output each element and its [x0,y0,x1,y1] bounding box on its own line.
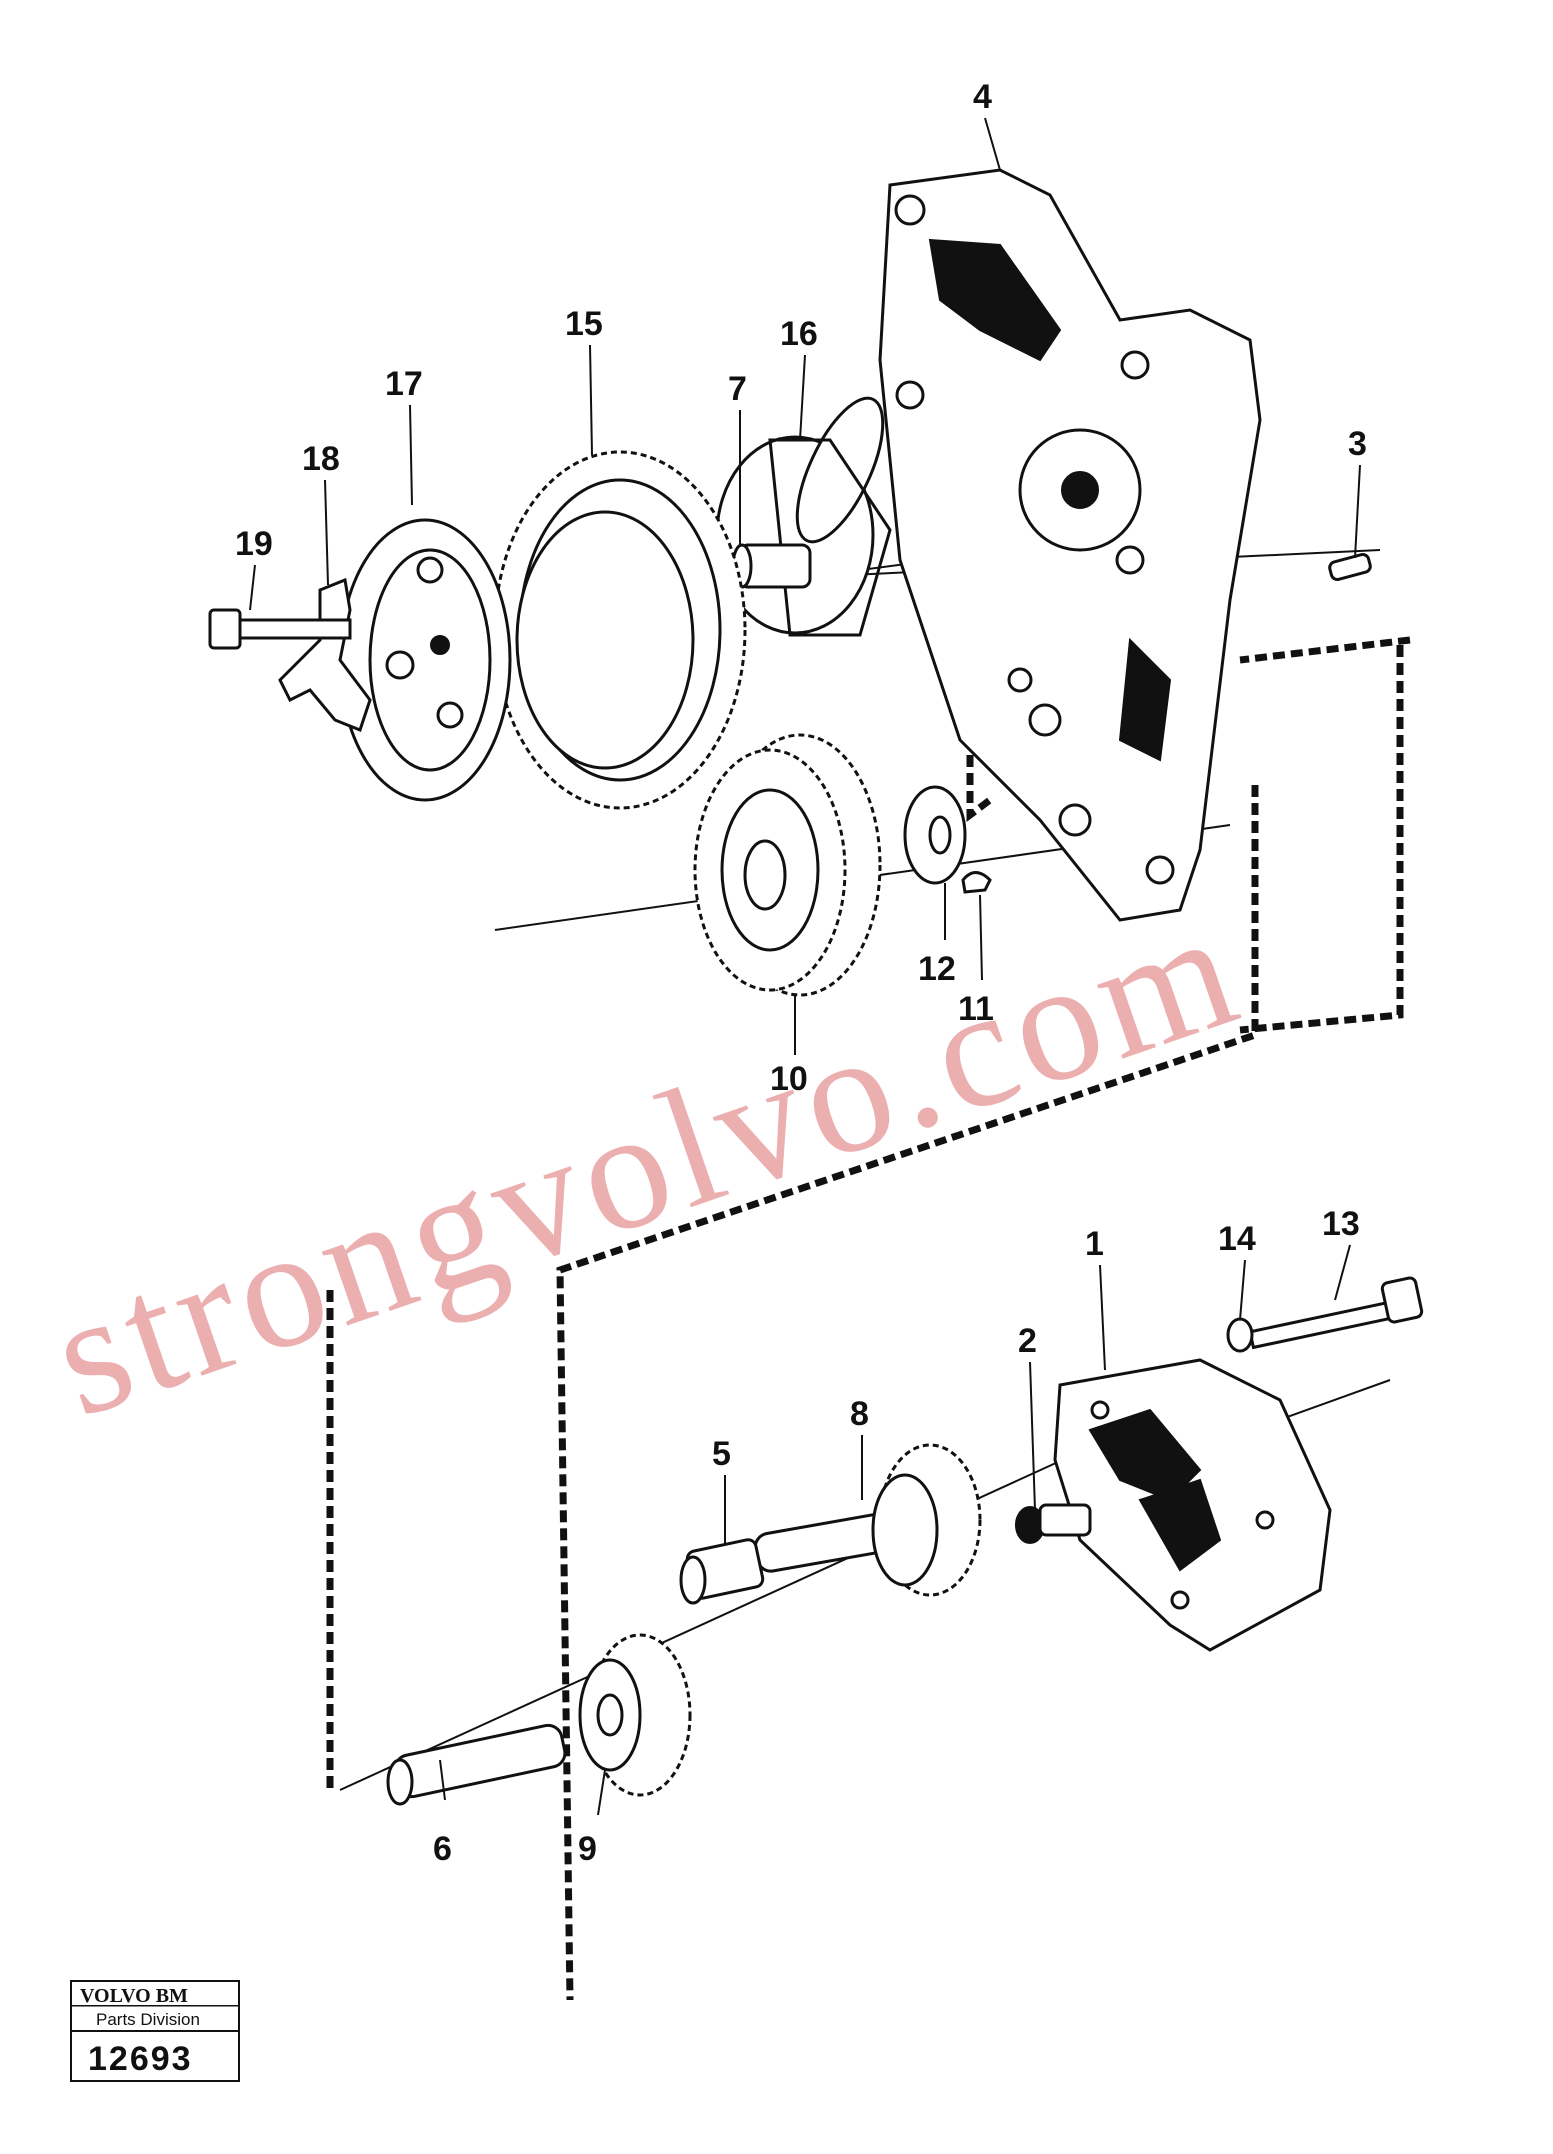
pump-seal-ring [1015,1503,1092,1544]
stamp-number: 12693 [88,2040,193,2078]
callout-10: 10 [770,1060,808,1098]
pump-drive-gear [753,1443,982,1597]
stamp-brand: VOLVO BM [80,1985,188,2007]
leader-lines [249,117,1361,1816]
watermark-text: strongvolvo.com [31,872,1262,1453]
oil-pump-housing [1053,1358,1332,1652]
bolt [208,608,352,650]
bushing [715,396,892,637]
callout-18: 18 [302,440,340,478]
dowel-pin [1328,552,1372,582]
callout-5: 5 [712,1435,731,1473]
dashed-connectors [326,636,1411,2001]
callout-4: 4 [973,78,992,116]
callout-8: 8 [850,1395,869,1433]
callout-11: 11 [958,990,994,1028]
callout-labels: 1 2 3 4 5 6 7 8 9 10 11 12 13 14 15 16 1… [235,78,1367,1868]
callout-9: 9 [578,1830,597,1868]
pump-bushing [679,1538,765,1605]
pump-idler-gear [578,1633,692,1797]
callout-14: 14 [1218,1220,1256,1258]
callout-6: 6 [433,1830,452,1868]
pump-screw [1248,1276,1424,1350]
callout-12: 12 [918,950,956,988]
idler-shaft [386,1723,567,1806]
woodruff-key [961,871,992,894]
callout-2: 2 [1018,1322,1037,1360]
callout-1: 1 [1085,1225,1104,1263]
spring-washer [1226,1317,1254,1353]
callout-13: 13 [1322,1205,1360,1243]
stamp-division: Parts Division [96,2010,200,2029]
timing-cover [878,168,1262,922]
lock-plate [278,577,372,732]
callout-17: 17 [385,365,423,403]
callout-15: 15 [565,305,603,343]
callout-3: 3 [1348,425,1367,463]
large-helical-gear [493,450,747,810]
helical-gear [693,733,882,997]
parts-stamp: VOLVO BM Parts Division 12693 [70,1980,240,2082]
callout-16: 16 [780,315,818,353]
callout-7: 7 [728,370,747,408]
callout-19: 19 [235,525,273,563]
stub-shaft [731,543,812,589]
pulley-hub [338,518,512,802]
thrust-washer [903,785,967,885]
